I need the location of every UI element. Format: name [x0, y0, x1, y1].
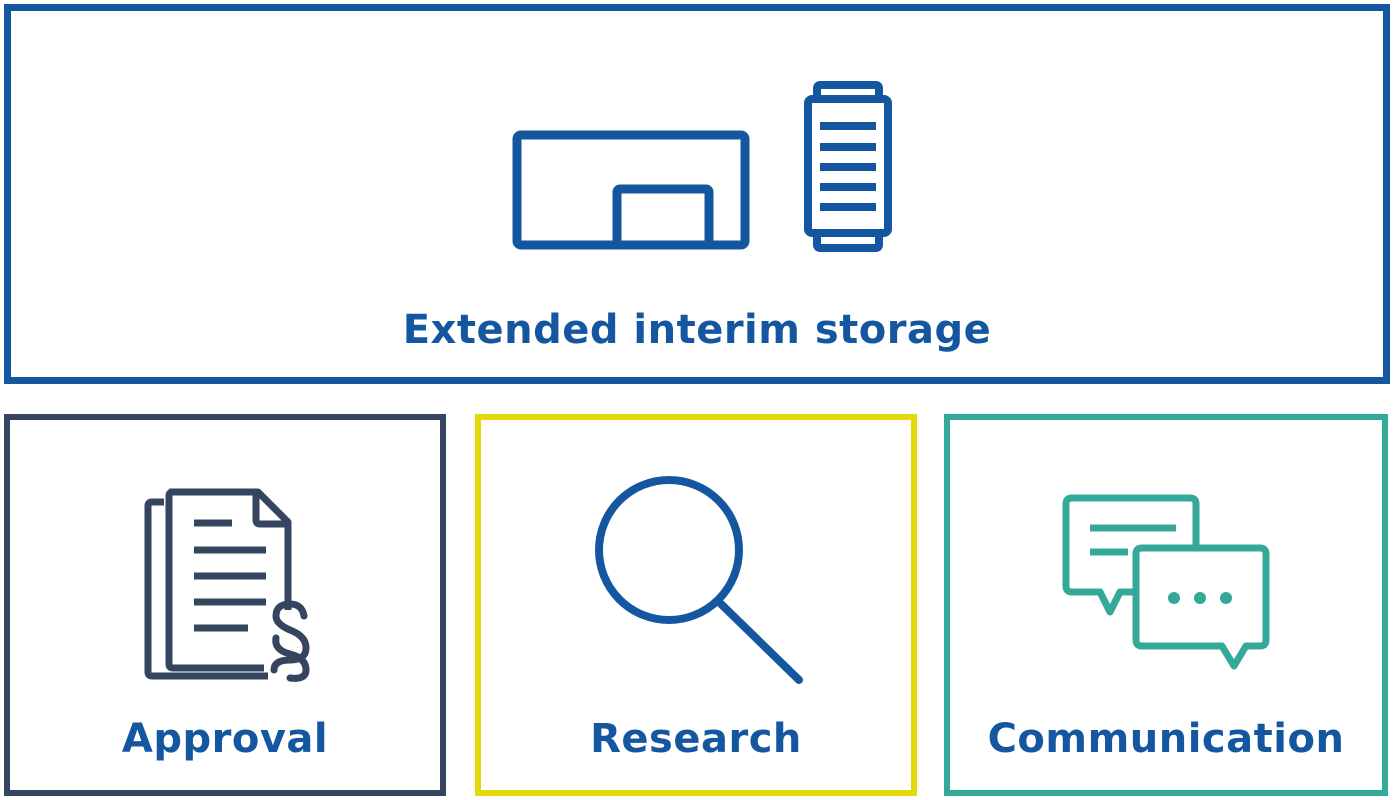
panel-title: Approval: [121, 716, 329, 762]
panel-approval: Approval: [4, 414, 446, 796]
legal-document-icon: [144, 488, 310, 682]
storage-cask-icon: [804, 81, 892, 252]
panel-research: Research: [475, 414, 917, 796]
storage-building-icon: [512, 130, 750, 250]
speech-bubbles-icon: [1062, 494, 1270, 670]
panel-title: Research: [590, 716, 802, 762]
panel-title: Extended interim storage: [402, 307, 992, 353]
magnifier-icon: [595, 476, 803, 684]
panel-communication: Communication: [944, 414, 1388, 796]
panel-title: Communication: [987, 716, 1345, 762]
panel-extended-interim-storage: Extended interim storage: [4, 4, 1390, 384]
